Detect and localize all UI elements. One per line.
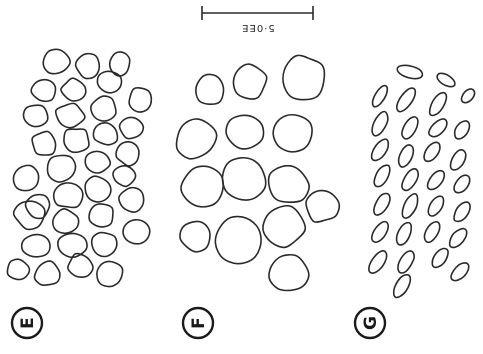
panel-e-cell-32 xyxy=(34,261,59,285)
panel-f-cell-11 xyxy=(180,221,210,251)
panel-g-cell-11 xyxy=(372,139,389,160)
panel-e-label: E xyxy=(12,308,42,338)
scale-bar: 5·0EE xyxy=(202,6,313,33)
panel-f-cell-14 xyxy=(269,255,309,291)
panel-e-cell-21 xyxy=(54,183,83,208)
panel-e-cell-15 xyxy=(116,142,139,166)
panel-e-cell-18 xyxy=(85,151,110,173)
panel-g-cell-15 xyxy=(374,165,390,186)
panel-g-cell-3 xyxy=(373,86,388,107)
panel-g-cell-10 xyxy=(455,121,470,139)
panel-f-cell-3 xyxy=(283,55,324,99)
panel-e-cell-13 xyxy=(64,129,89,152)
panel-g-cell-20 xyxy=(402,194,417,218)
panel-e-cell-14 xyxy=(93,123,117,145)
panel-g-cell-14 xyxy=(451,150,466,170)
panel-g-cell-23 xyxy=(372,222,388,243)
panel-e-cell-28 xyxy=(22,235,50,257)
panel-g-cell-2 xyxy=(437,73,455,86)
panel-e-cell-26 xyxy=(89,204,113,227)
panel-e-cell-4 xyxy=(31,80,55,101)
scale-bar-label: 5·0EE xyxy=(241,22,275,33)
panel-g-cell-5 xyxy=(430,93,447,116)
panel-e-cell-33 xyxy=(68,254,93,278)
panel-g-cell-1 xyxy=(397,65,422,78)
panel-g-cell-25 xyxy=(424,222,439,243)
panel-e-cell-17 xyxy=(47,155,75,182)
panel-g-cell-27 xyxy=(369,251,387,273)
panel-f-cell-9 xyxy=(269,166,310,202)
panel-g-cell-17 xyxy=(428,171,445,190)
panel-g-label: G xyxy=(355,308,385,338)
panel-f-cell-6 xyxy=(273,115,312,152)
panel-f-cell-4 xyxy=(176,119,216,159)
panel-e-letter: E xyxy=(18,317,38,329)
panel-g-cell-31 xyxy=(451,263,469,281)
panel-e-cell-7 xyxy=(129,88,151,112)
panel-f-cell-1 xyxy=(196,74,224,104)
panel-f-cell-7 xyxy=(181,166,223,207)
panel-g-cell-29 xyxy=(432,249,448,268)
panel-g-cell-22 xyxy=(454,202,470,221)
panel-g-cell-19 xyxy=(374,194,390,216)
panel-f-cell-5 xyxy=(226,115,263,149)
panel-e-cell-31 xyxy=(7,259,29,279)
panel-e-cell-6 xyxy=(97,71,121,92)
panel-f-letter: F xyxy=(189,317,209,329)
panel-g-cell-28 xyxy=(398,251,414,273)
panel-e-cells xyxy=(7,49,151,286)
panel-g-cell-8 xyxy=(402,117,418,139)
panel-g-cell-16 xyxy=(402,169,418,191)
panel-g-cell-7 xyxy=(372,111,388,135)
panel-g-cell-6 xyxy=(462,89,475,103)
panel-f-cells xyxy=(176,55,339,290)
panel-g-cell-26 xyxy=(450,229,467,248)
panel-f-cell-2 xyxy=(233,64,266,99)
panel-g-letter: G xyxy=(361,316,381,330)
panel-e-cell-34 xyxy=(97,262,123,287)
panel-g-cells xyxy=(369,65,475,297)
panel-e-cell-9 xyxy=(56,103,85,127)
panel-e-cell-8 xyxy=(23,105,47,126)
panel-e-cell-16 xyxy=(13,165,38,190)
panel-e-cell-25 xyxy=(53,209,79,233)
panel-f-cell-8 xyxy=(222,158,265,200)
panel-g-cell-21 xyxy=(428,196,443,216)
panel-g-cell-12 xyxy=(399,145,414,167)
panel-e-cell-20 xyxy=(25,195,49,219)
panel-g-cell-4 xyxy=(397,88,415,112)
panel-f-label: F xyxy=(183,308,213,338)
panel-e-cell-19 xyxy=(113,166,136,187)
panel-f-cell-10 xyxy=(306,191,339,223)
panel-e-cell-2 xyxy=(76,54,100,79)
panel-e-cell-22 xyxy=(85,176,111,202)
panel-e-cell-30 xyxy=(92,232,117,256)
panel-e-cell-12 xyxy=(32,131,56,155)
panel-e-cell-29 xyxy=(58,233,87,257)
panel-e-cell-11 xyxy=(120,118,144,139)
panel-e-cell-23 xyxy=(119,188,144,213)
panel-f-cell-13 xyxy=(263,206,305,248)
panel-g-cell-18 xyxy=(454,175,470,192)
panel-e-cell-27 xyxy=(123,220,150,244)
panel-g-cell-13 xyxy=(424,142,440,161)
panel-g-cell-9 xyxy=(429,119,447,137)
panel-f-cell-12 xyxy=(215,217,261,264)
panel-e-cell-1 xyxy=(43,49,70,73)
panel-g-cell-24 xyxy=(397,223,412,245)
panel-e-cell-5 xyxy=(61,78,86,101)
panel-e-cell-10 xyxy=(91,96,116,121)
panel-e-cell-24 xyxy=(14,201,45,229)
panel-g-cell-30 xyxy=(394,275,411,298)
